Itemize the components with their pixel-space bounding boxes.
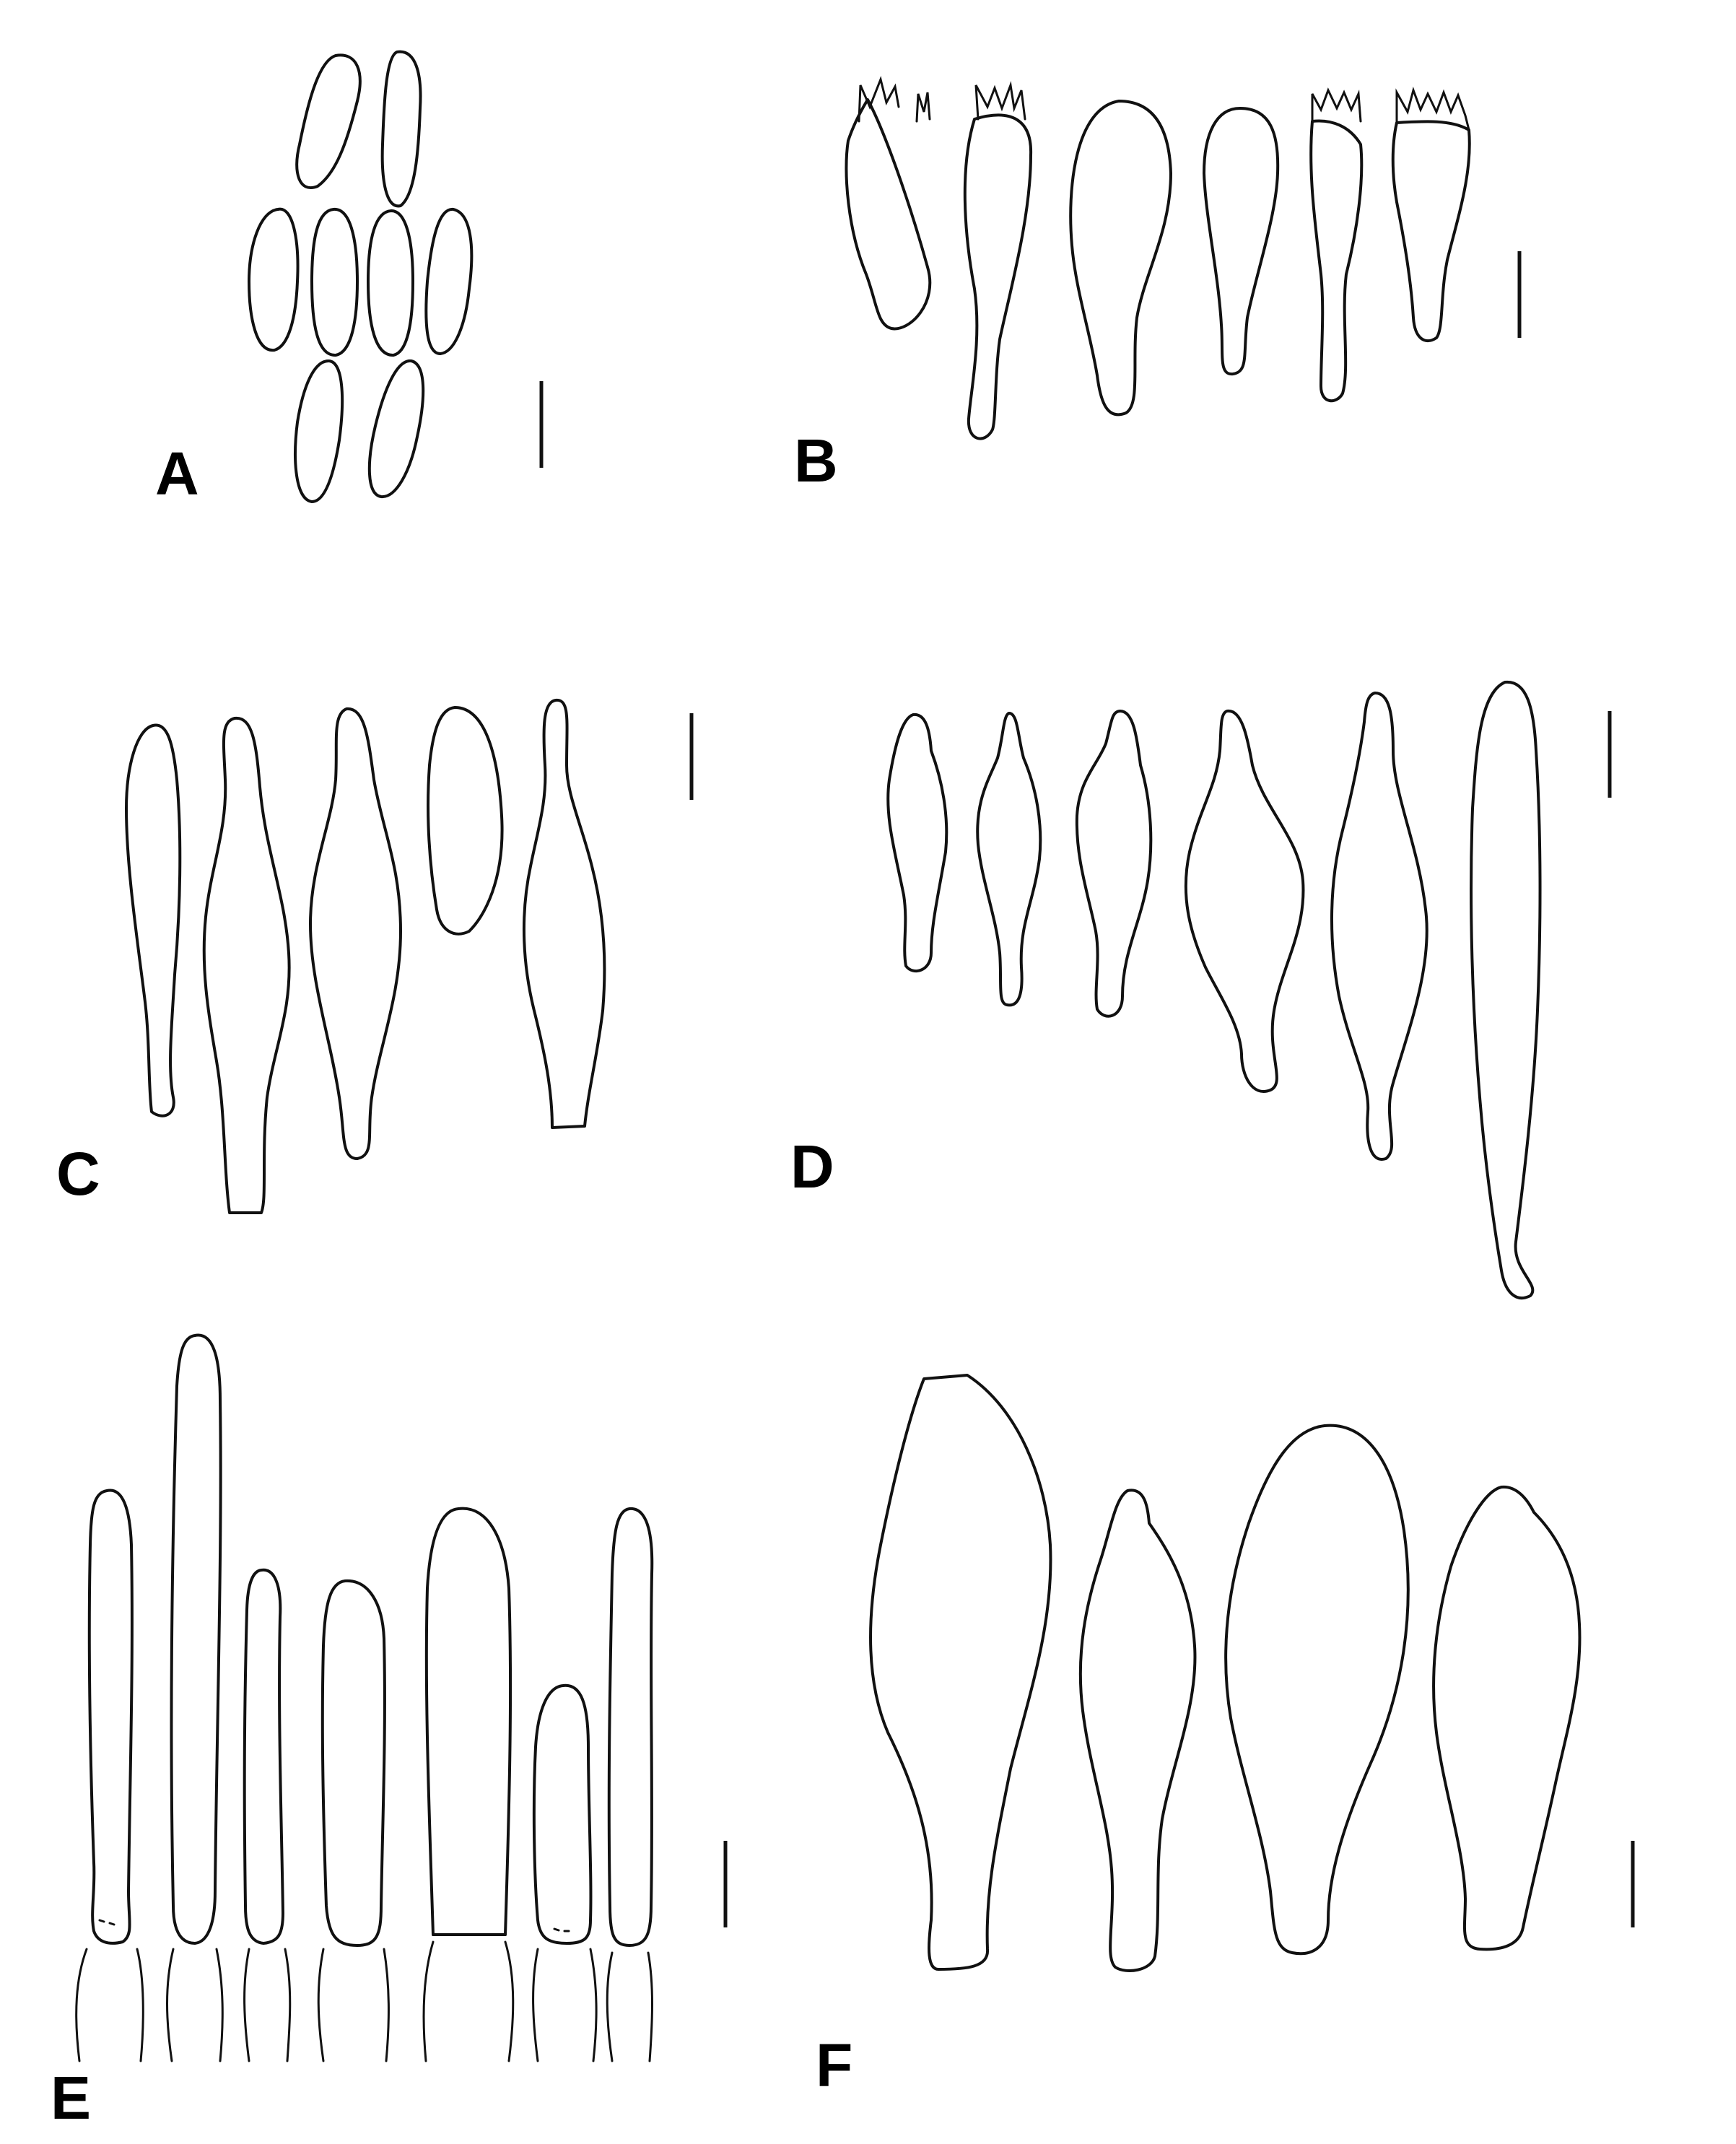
terminal-element-outline	[1432, 1485, 1582, 1951]
septum-dots	[98, 1919, 115, 1926]
cystidium-outline	[1470, 680, 1542, 1300]
spore-outline	[295, 53, 362, 189]
hypha-below	[166, 1948, 224, 2062]
panel-f: F	[816, 1374, 1635, 2099]
basidium-outline	[1309, 119, 1364, 403]
spore-outline	[310, 207, 359, 357]
cystidium-outline	[976, 712, 1042, 1007]
caulocystidium-outline	[607, 1507, 654, 1947]
sterigmata	[858, 76, 931, 123]
panel-label-c: C	[56, 1140, 100, 1208]
cystidium-outline	[427, 706, 504, 936]
spore-outline	[424, 208, 474, 355]
sterigmata	[1311, 87, 1362, 123]
cystidium-outline	[1184, 709, 1305, 1093]
panel-label-a: A	[155, 440, 199, 507]
hypha-below	[532, 1948, 598, 2062]
panel-b: B	[794, 76, 1522, 494]
hypha-below	[317, 1948, 390, 2062]
basidium-outline	[1203, 107, 1280, 376]
cystidium-outline	[522, 698, 606, 1129]
terminal-element-outline	[1078, 1489, 1197, 1972]
caulocystidium-outline	[320, 1579, 386, 1947]
spore-outline	[294, 359, 344, 503]
cystidium-outline	[1330, 692, 1429, 1161]
caulocystidium-outline	[87, 1489, 134, 1945]
hypha-below	[75, 1948, 144, 2062]
basidium-outline	[1391, 120, 1471, 342]
caulocystidium-outline	[243, 1568, 284, 1945]
cystidium-outline	[202, 716, 291, 1214]
cystidium-outline	[1075, 710, 1153, 1018]
panel-e: E	[51, 1333, 728, 2132]
panel-label-d: D	[790, 1133, 834, 1200]
spore-outline	[367, 359, 425, 499]
panel-label-f: F	[816, 2031, 852, 2099]
spore-outline	[380, 50, 422, 208]
hypha-below	[606, 1951, 653, 2062]
panel-a: A	[155, 50, 544, 507]
spore-outline	[248, 207, 300, 352]
cystidium-outline	[309, 707, 402, 1160]
hypha-below	[422, 1940, 515, 2062]
basidium-outline	[845, 98, 932, 331]
panel-c: C	[56, 698, 694, 1214]
septum-dots	[553, 1927, 570, 1932]
caulocystidium-outline	[532, 1683, 593, 1945]
panel-d: D	[790, 680, 1612, 1300]
caulocystidium-outline	[424, 1507, 512, 1936]
panel-label-e: E	[51, 2064, 91, 2132]
panel-label-b: B	[794, 427, 838, 494]
basidium-outline	[1069, 100, 1172, 417]
hypha-below	[243, 1948, 292, 2062]
terminal-element-outline	[869, 1374, 1052, 1971]
cystidium-outline	[125, 723, 182, 1117]
caulocystidium-outline	[170, 1333, 222, 1945]
sterigmata	[1395, 87, 1470, 131]
cystidium-outline	[886, 713, 948, 973]
basidium-outline	[963, 113, 1033, 440]
spore-outline	[367, 209, 414, 357]
terminal-element-outline	[1224, 1424, 1410, 1956]
sterigmata	[974, 81, 1026, 121]
